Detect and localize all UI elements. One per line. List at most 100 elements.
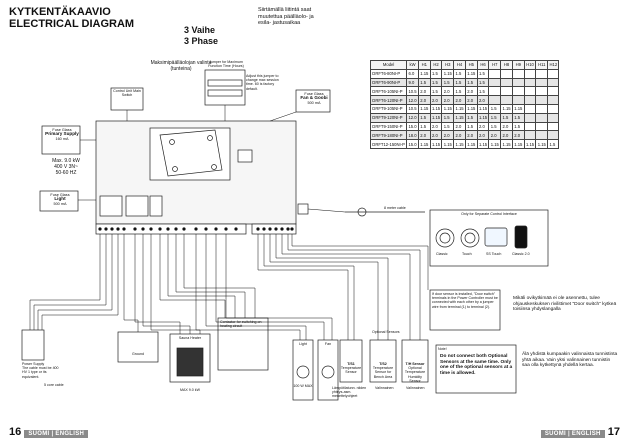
table-cell: 1.5 xyxy=(441,121,455,132)
table-cell xyxy=(500,77,513,88)
table-cell: DRFT9-105NI-P xyxy=(369,103,408,114)
table-cell xyxy=(488,95,502,105)
th-h9: H9 xyxy=(511,60,525,70)
fuse-primary-value: 160 mA xyxy=(55,136,69,141)
control-unit-label: Control Unit Main Switch xyxy=(113,89,141,98)
table-cell xyxy=(547,95,560,105)
table-cell: 1.5 xyxy=(417,121,431,132)
table-cell: 1.15 xyxy=(441,103,455,114)
table-cell: 2.0 xyxy=(500,121,513,132)
table-cell: 1.15 xyxy=(441,68,455,79)
power-supply-label: Power Supply The cable must be 400 HV 1 … xyxy=(22,362,62,379)
th-model: Model xyxy=(369,60,408,70)
table-cell: 2.0 xyxy=(417,95,431,105)
power-rating: Max. 9.0 kW 400 V 3N~ 50-60 HZ xyxy=(40,158,92,176)
table-cell: DRFT9-150NI-P xyxy=(369,121,408,132)
relay-3 xyxy=(149,195,163,217)
table-cell: 2.0 xyxy=(488,130,502,141)
table-cell: 1.5 xyxy=(429,86,443,97)
table-cell: 12.0 xyxy=(406,95,419,105)
sensor-t1-box xyxy=(339,339,363,383)
light-max-label: 100 W MAX xyxy=(293,384,313,388)
th-h8: H8 xyxy=(500,60,513,70)
table-cell: 1.5 xyxy=(453,86,466,97)
table-cell: 2.0 xyxy=(476,121,490,132)
table-cell: 1.15 xyxy=(476,112,490,123)
power-supply-note: The cable must be 400 HV 1 type or its e… xyxy=(22,366,59,379)
light-box xyxy=(292,339,314,401)
fuse-fan-title: Fuse Glass xyxy=(304,92,324,96)
table-cell: 1.5 xyxy=(476,68,490,79)
table-cell: 2.0 xyxy=(441,95,455,105)
table-cell: 2.0 xyxy=(500,130,513,141)
table-cell xyxy=(500,86,513,97)
table-cell xyxy=(523,68,537,79)
separate-interface-label: Only for Separate Control Interface xyxy=(461,212,517,216)
cable-label: 8 meter cable xyxy=(384,206,406,210)
contactor-label: Contactor for switching on heating circu… xyxy=(220,320,262,329)
table-cell: 18.0 xyxy=(406,130,419,141)
fuse-light-title: Fuse Glass xyxy=(50,193,70,197)
bottom-note-fi-3: Valinnainen xyxy=(406,386,425,390)
network-port xyxy=(297,203,309,215)
table-cell: 2.0 xyxy=(476,130,490,141)
fuse-fan-box xyxy=(295,89,331,113)
table-cell: 2.0 xyxy=(476,95,490,105)
core-cable-label: 5 core cable xyxy=(44,383,64,387)
table-cell: 10.5 xyxy=(406,103,419,114)
table-cell: 15.0 xyxy=(406,139,419,149)
table-cell: 1.5 xyxy=(547,139,560,149)
table-cell xyxy=(523,86,537,97)
sensor-t1-note: Temperature Sensor xyxy=(340,366,362,375)
table-cell: 1.5 xyxy=(488,112,502,123)
table-cell xyxy=(535,121,549,132)
table-cell xyxy=(523,95,537,105)
interface-ss-touch: SS Touch xyxy=(486,252,502,256)
table-cell xyxy=(547,103,560,114)
table-cell: DRFT6-80NI-P xyxy=(369,68,408,79)
table-cell: 1.15 xyxy=(429,103,443,114)
table-cell: 2.0 xyxy=(453,121,466,132)
fuse-light-box xyxy=(39,190,79,212)
sensor-warning-fi: Älä yhdistä kumpaakin valinnaista tunnis… xyxy=(522,352,618,369)
door-note-en: If door sensor is installed, "Door switc… xyxy=(432,292,498,309)
fuse-fan-name: Fan & Goobi xyxy=(300,95,328,101)
jumper-note-finnish: Siirtämällä liitintä saat muutettua pääl… xyxy=(258,7,314,26)
power-supply-title: Power Supply xyxy=(22,362,45,366)
bottom-note-fi-2: Valinnainen xyxy=(375,386,394,390)
fuse-primary-name: Primary Supply xyxy=(45,131,79,137)
table-cell xyxy=(535,86,549,97)
table-cell: 1.15 xyxy=(476,139,490,149)
table-cell xyxy=(488,68,502,79)
table-cell xyxy=(547,68,560,79)
fuse-primary-title: Fuse Glass xyxy=(52,128,72,132)
table-cell xyxy=(547,121,560,132)
jumper-note: Adjust this jumper to change max session… xyxy=(246,74,279,91)
table-cell: 1.15 xyxy=(476,103,490,114)
table-cell: 1.15 xyxy=(417,139,431,149)
table-cell xyxy=(547,86,560,97)
th-h10: H10 xyxy=(523,60,537,70)
sensor-t3-name: T/H Sensor xyxy=(405,362,425,366)
table-cell: 1.5 xyxy=(464,112,478,123)
table-cell: 1.15 xyxy=(488,139,502,149)
sensor-t1-label: T/S1 Temperature Sensor xyxy=(340,362,362,375)
table-cell: 1.5 xyxy=(464,77,478,88)
sensor-t2-box xyxy=(369,339,397,383)
table-cell xyxy=(523,121,537,132)
table-cell: 2.0 xyxy=(441,130,455,141)
phase-english: 3 Phase xyxy=(184,36,219,46)
power-supply-box xyxy=(21,329,45,361)
language-bar-left: SUOMI | ENGLISH xyxy=(24,430,89,438)
voltage: 400 V 3N~ xyxy=(54,164,78,170)
table-cell xyxy=(511,95,525,105)
table-cell xyxy=(523,130,537,141)
table-cell: 1.15 xyxy=(429,139,443,149)
table-cell xyxy=(511,77,525,88)
table-cell: 1.15 xyxy=(453,103,466,114)
table-cell xyxy=(535,77,549,88)
